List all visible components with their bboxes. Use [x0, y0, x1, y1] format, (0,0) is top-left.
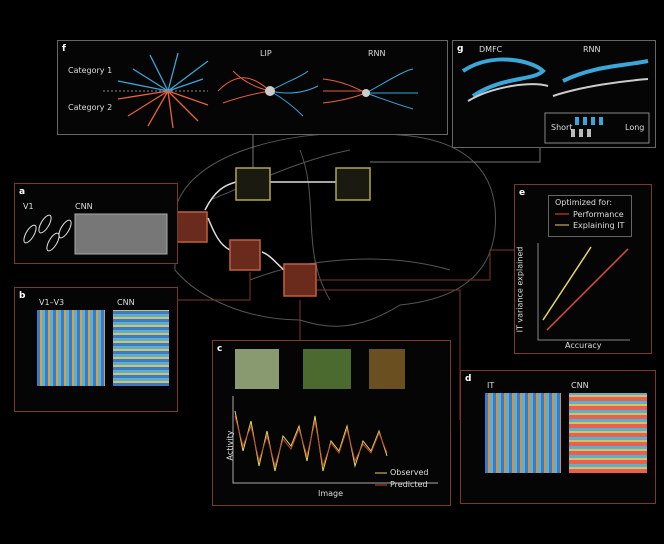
x-axis-label: Image — [318, 489, 344, 498]
trajectories — [461, 57, 650, 144]
category-2-label: Category 2 — [68, 103, 113, 112]
dog-image-1 — [235, 349, 279, 389]
lip-label: LIP — [260, 49, 272, 58]
panel-a: a V1 CNN — [14, 183, 178, 264]
y-axis-label: Activity — [225, 430, 235, 461]
y-axis-label: IT variance explained — [515, 246, 525, 333]
long-label: Long — [625, 123, 645, 132]
cnn-similarity-matrix — [569, 393, 647, 473]
it-label: IT — [487, 381, 495, 390]
x-axis-label: Accuracy — [565, 341, 602, 350]
processing-stage-squares — [176, 167, 371, 297]
legend — [548, 195, 632, 237]
dog-image-3 — [369, 349, 405, 389]
panel-e: e Optimized for: Performance Explaining … — [514, 184, 652, 354]
legend-performance: Performance — [573, 210, 624, 219]
panel-c: c Activity Image Observed Predicted — [212, 340, 451, 506]
panel-d: d IT CNN — [460, 370, 656, 504]
brain-outline — [174, 132, 497, 327]
legend-observed: Observed — [390, 468, 429, 477]
it-similarity-matrix — [485, 393, 561, 473]
cnn-similarity-matrix — [113, 310, 169, 386]
accuracy-plot — [537, 213, 630, 341]
panel-letter: a — [19, 187, 26, 197]
v1-v3-similarity-matrix — [37, 310, 105, 386]
category-1-label: Category 1 — [68, 66, 113, 75]
panel-letter: e — [519, 188, 526, 198]
dmfc-label: DMFC — [479, 45, 503, 54]
cnn-label: CNN — [75, 202, 93, 211]
panel-letter: c — [217, 344, 223, 354]
panel-f: f Category 1 Category 2 LIP RNN — [57, 40, 448, 135]
receptive-fields — [23, 213, 168, 255]
panel-g: g DMFC RNN Short Long — [452, 40, 656, 148]
cnn-label: CNN — [571, 381, 589, 390]
short-label: Short — [551, 123, 573, 132]
rnn-label: RNN — [368, 49, 386, 58]
legend-predicted: Predicted — [390, 480, 428, 489]
panel-letter: g — [457, 44, 464, 54]
dog-image-2 — [303, 349, 351, 389]
legend-title: Optimized for: — [555, 198, 613, 207]
cnn-label: CNN — [117, 298, 135, 307]
panel-letter: d — [465, 374, 472, 384]
activity-trace — [232, 396, 438, 486]
v1-v3-label: V1–V3 — [39, 298, 65, 307]
category-vectors — [103, 52, 418, 129]
rnn-label: RNN — [583, 45, 601, 54]
panel-letter: b — [19, 291, 26, 301]
panel-b: b V1–V3 CNN — [14, 287, 178, 412]
legend-explaining-it: Explaining IT — [573, 221, 625, 230]
v1-label: V1 — [23, 202, 34, 211]
panel-letter: f — [62, 44, 66, 54]
